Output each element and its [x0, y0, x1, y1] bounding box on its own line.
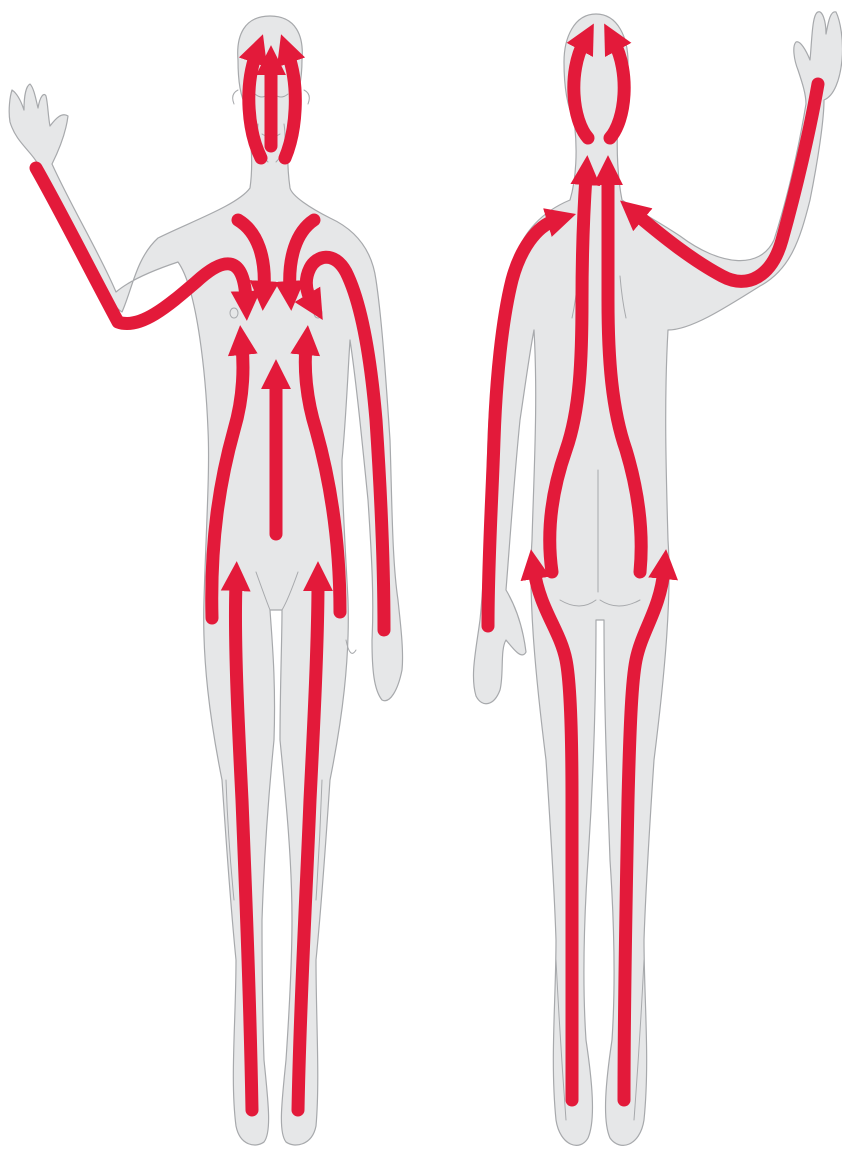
front-figure — [9, 16, 402, 1145]
back-figure — [473, 12, 842, 1146]
